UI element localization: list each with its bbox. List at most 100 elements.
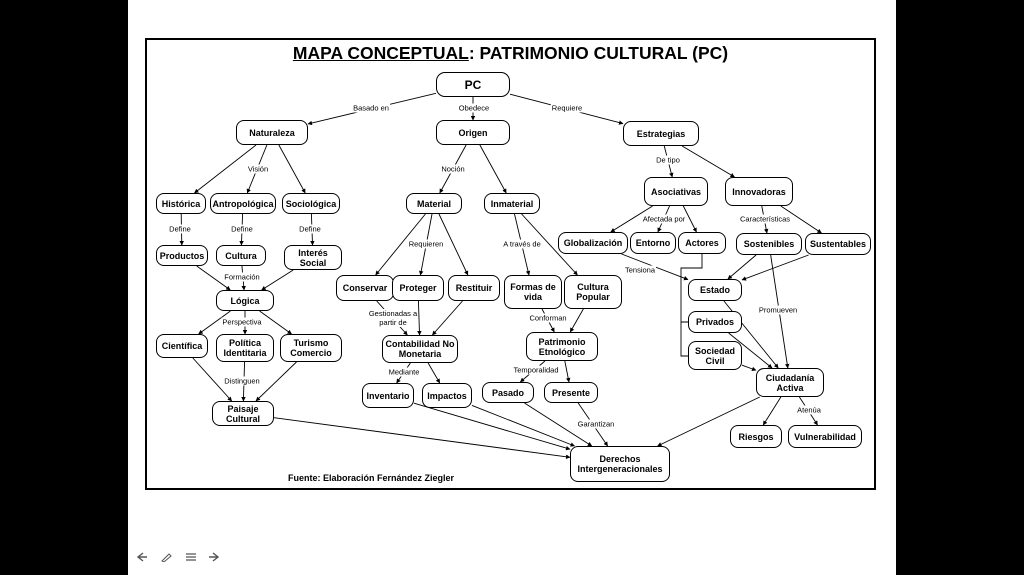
- label-promueven: Promueven: [757, 305, 799, 315]
- node-asociativas: Asociativas: [644, 177, 708, 206]
- node-naturaleza: Naturaleza: [236, 120, 308, 145]
- node-turismo-comercio: Turismo Comercio: [280, 334, 342, 362]
- label-gestionadas: Gestionadas a partir de: [367, 309, 419, 327]
- title-main: MAPA CONCEPTUAL: [292, 43, 469, 63]
- label-nocion: Noción: [440, 164, 466, 174]
- node-entorno: Entorno: [630, 232, 676, 254]
- node-innovadoras: Innovadoras: [725, 177, 793, 206]
- label-distinguen: Distinguen: [223, 376, 261, 386]
- label-garantizan: Garantizan: [576, 419, 616, 429]
- node-pasado: Pasado: [482, 382, 534, 403]
- previous-slide-icon[interactable]: [136, 552, 148, 562]
- node-cientifica: Científica: [156, 334, 208, 358]
- label-afectada-por: Afectada por: [641, 214, 687, 224]
- node-antropologica: Antropológica: [210, 193, 276, 214]
- node-pc: PC: [436, 72, 510, 97]
- node-interes-social: Interés Social: [284, 245, 342, 270]
- node-privados: Privados: [688, 311, 742, 333]
- connector-ciudadania_activa-to-derechos: [657, 396, 760, 447]
- connector-productos-to-logica: [196, 265, 231, 291]
- connector-patrimonio_etnologico-to-presente: [564, 360, 571, 383]
- node-patrimonio-etnologico: Patrimonio Etnológico: [526, 332, 598, 361]
- node-productos: Productos: [156, 245, 208, 266]
- menu-icon[interactable]: [185, 552, 197, 562]
- connector-naturaleza-to-historica: [194, 144, 257, 194]
- node-historica: Histórica: [156, 193, 206, 214]
- node-estrategias: Estrategias: [623, 121, 699, 146]
- label-perspectiva: Perspectiva: [221, 317, 263, 327]
- node-formas-de-vida: Formas de vida: [504, 275, 562, 309]
- connector-paisaje_cultural-to-derechos: [273, 417, 571, 459]
- node-riesgos: Riesgos: [730, 425, 782, 448]
- node-impactos: Impactos: [422, 383, 472, 408]
- node-inventario: Inventario: [362, 383, 414, 408]
- slide: MAPA CONCEPTUAL: PATRIMONIO CULTURAL (PC…: [128, 0, 896, 575]
- node-cultura: Cultura: [216, 245, 266, 266]
- label-define-3: Define: [298, 224, 322, 234]
- connector-sostenibles-to-estado: [727, 254, 757, 280]
- label-define-1: Define: [168, 224, 192, 234]
- connector-pasado-to-derechos: [524, 402, 593, 447]
- label-de-tipo: De tipo: [655, 155, 681, 165]
- node-sociologica: Sociológica: [282, 193, 340, 214]
- node-origen: Origen: [436, 120, 510, 145]
- connector-actores-bracket: [680, 254, 703, 357]
- node-paisaje-cultural: Paisaje Cultural: [212, 401, 274, 426]
- node-presente: Presente: [544, 382, 598, 403]
- connector-interes_social-to-logica: [261, 269, 294, 291]
- connector-sustentables-to-estado: [741, 254, 809, 281]
- next-slide-icon[interactable]: [208, 552, 220, 562]
- connector-inmaterial-to-cultura_popular: [521, 213, 578, 276]
- node-conservar: Conservar: [336, 275, 394, 301]
- title-rest: : PATRIMONIO CULTURAL (PC): [468, 43, 729, 63]
- diagram-frame: [145, 38, 876, 490]
- connector-cultura_popular-to-patrimonio_etnologico: [569, 308, 584, 333]
- node-logica: Lógica: [216, 290, 274, 311]
- node-ciudadania-activa: Ciudadanía Activa: [756, 368, 824, 397]
- node-globalizacion: Globalización: [558, 232, 628, 254]
- source-note: Fuente: Elaboración Fernández Ziegler: [288, 473, 455, 483]
- connector-innovadoras-to-sustentables: [780, 205, 822, 234]
- connector-cientifica-to-paisaje_cultural: [192, 357, 233, 402]
- connector-logica-to-turismo_comercio: [259, 310, 292, 335]
- label-formacion: Formación: [223, 272, 261, 282]
- connector-inventario-to-derechos: [413, 402, 571, 451]
- node-contabilidad: Contabilidad No Monetaria: [382, 335, 458, 363]
- diagram-title: MAPA CONCEPTUAL: PATRIMONIO CULTURAL (PC…: [145, 43, 876, 64]
- node-sostenibles: Sostenibles: [736, 233, 802, 255]
- connector-turismo_comercio-to-paisaje_cultural: [255, 361, 297, 402]
- node-cultura-popular: Cultura Popular: [564, 275, 622, 309]
- node-proteger: Proteger: [392, 275, 444, 301]
- connector-asociativas-to-globalizacion: [610, 205, 653, 233]
- label-vision: Visión: [246, 164, 270, 174]
- node-vulnerabilidad: Vulnerabilidad: [788, 425, 862, 448]
- node-politica-identitaria: Política Identitaria: [216, 334, 274, 362]
- connector-impactos-to-derechos: [471, 404, 575, 447]
- node-derechos: Derechos Intergeneracionales: [570, 446, 670, 482]
- connector-privados-to-ciudadania_activa: [728, 332, 773, 369]
- connector-material-to-restituir: [438, 213, 469, 276]
- connector-origen-to-inmaterial: [479, 144, 507, 194]
- node-estado: Estado: [688, 279, 742, 301]
- connector-ciudadania_activa-to-riesgos: [762, 396, 782, 426]
- label-basado-en: Basado en: [352, 103, 390, 113]
- connector-naturaleza-to-sociologica: [278, 144, 306, 194]
- label-define-2: Define: [230, 224, 254, 234]
- node-sustentables: Sustentables: [805, 233, 871, 255]
- connector-estrategias-to-innovadoras: [681, 145, 735, 178]
- connector-asociativas-to-actores: [682, 205, 697, 233]
- label-caracteristicas: Características: [738, 214, 792, 224]
- label-temporalidad: Temporalidad: [512, 365, 560, 375]
- connector-material-to-conservar: [375, 213, 426, 276]
- pen-icon[interactable]: [160, 552, 172, 562]
- node-restituir: Restituir: [448, 275, 500, 301]
- connector-sociedad_civil-to-ciudadania_activa: [741, 364, 757, 372]
- node-sociedad-civil: Sociedad Civil: [688, 341, 742, 370]
- label-conforman: Conforman: [528, 313, 568, 323]
- connector-proteger-to-contabilidad: [417, 300, 422, 336]
- label-obedece: Obedece: [457, 103, 491, 113]
- node-material: Material: [406, 193, 462, 214]
- label-mediante: Mediante: [387, 367, 421, 377]
- label-tensiona: Tensiona: [623, 265, 657, 275]
- connector-contabilidad-to-impactos: [427, 362, 441, 384]
